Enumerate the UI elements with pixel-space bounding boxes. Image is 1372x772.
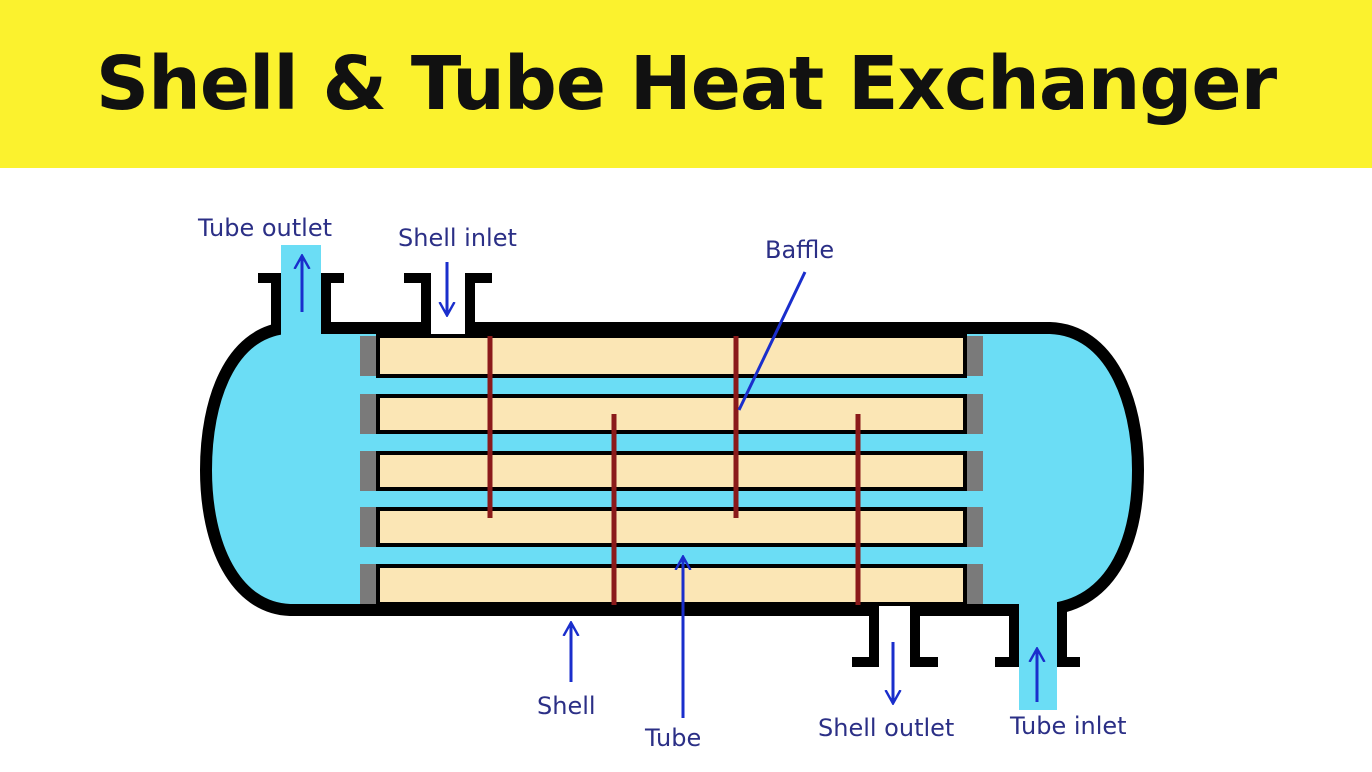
shell-outlet-nozzle <box>852 608 938 667</box>
title-banner: Shell & Tube Heat Exchanger <box>0 0 1372 168</box>
label-tube-inlet: Tube inlet <box>1009 712 1127 740</box>
label-tube-outlet: Tube outlet <box>197 214 332 242</box>
tube-outlet-nozzle <box>258 273 344 328</box>
page-title: Shell & Tube Heat Exchanger <box>95 41 1277 127</box>
tube-bundle <box>360 334 983 606</box>
label-shell: Shell <box>537 692 596 720</box>
label-tube: Tube <box>644 724 701 752</box>
label-shell-inlet: Shell inlet <box>398 224 517 252</box>
tube-row <box>360 394 983 434</box>
tube-row <box>360 334 983 378</box>
label-baffle: Baffle <box>765 236 834 264</box>
tube-row <box>360 507 983 547</box>
shell-inlet-nozzle <box>404 273 492 330</box>
baffle-leader-line <box>737 271 807 411</box>
tube-row <box>360 451 983 491</box>
tube-row <box>360 564 983 606</box>
tube-inlet-nozzle <box>995 608 1080 667</box>
label-shell-outlet: Shell outlet <box>818 714 954 742</box>
